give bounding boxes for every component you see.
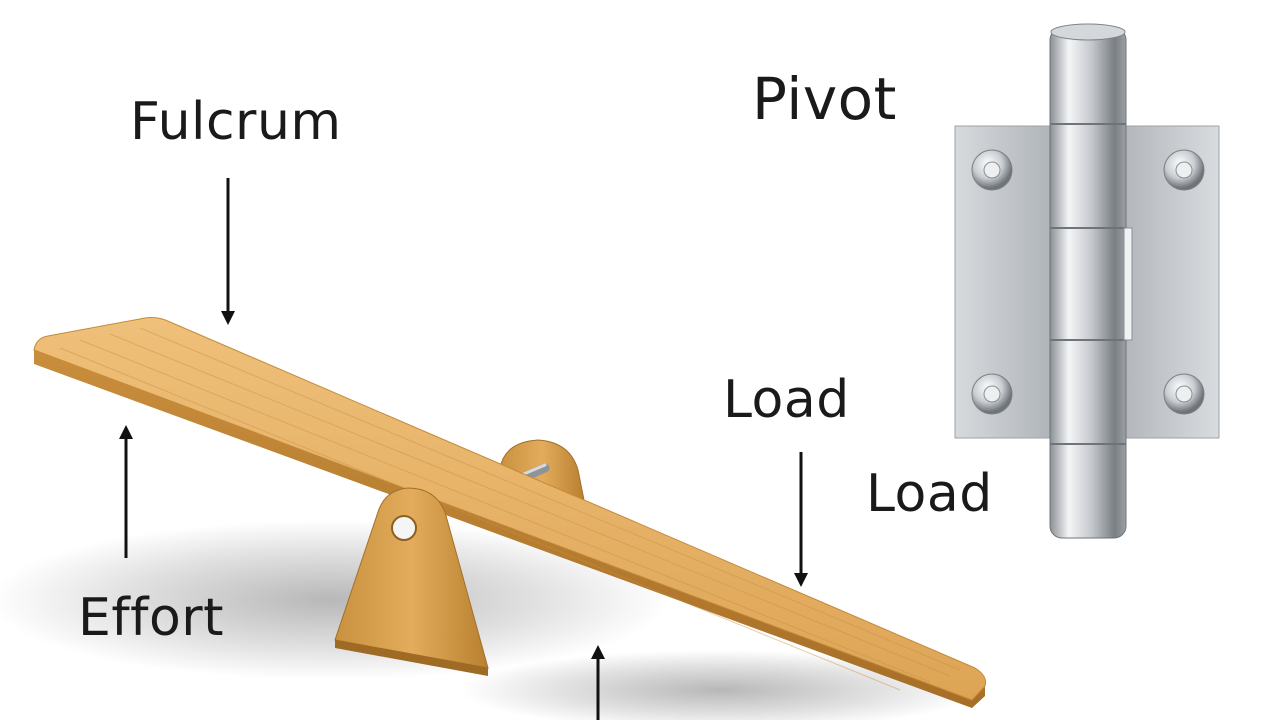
effort-label: Effort [78, 588, 225, 648]
seesaw-plank-edge [34, 350, 985, 708]
fulcrum-label: Fulcrum [130, 92, 342, 152]
seesaw-front-support [334, 487, 489, 669]
hinge-load-label: Load [866, 464, 993, 524]
seesaw-shadow-right [460, 650, 980, 720]
hinge-illustration [954, 23, 1220, 539]
seesaw-plank [33, 317, 986, 701]
seesaw-bolt-hole [391, 515, 417, 541]
seesaw-shadow [0, 520, 670, 680]
pivot-label: Pivot [752, 65, 897, 133]
hinge-barrel [1049, 27, 1127, 539]
hinge-screws [971, 149, 1205, 415]
seesaw-illustration [0, 317, 986, 720]
seesaw-load-label: Load [723, 370, 850, 430]
